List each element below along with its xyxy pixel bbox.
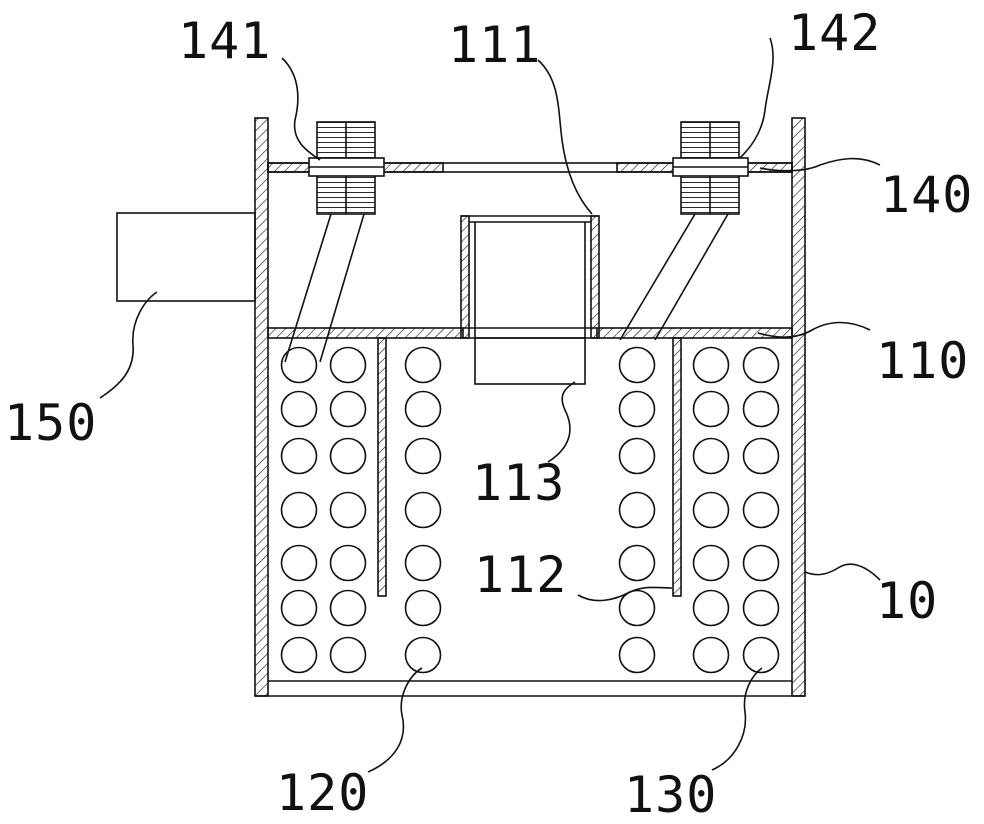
inner-tube-113 bbox=[474, 337, 586, 385]
hole bbox=[404, 544, 442, 582]
hole bbox=[280, 346, 318, 384]
leader-130 bbox=[711, 667, 763, 771]
hole bbox=[280, 390, 318, 428]
hole bbox=[404, 589, 442, 627]
partition-plate-left bbox=[267, 327, 464, 339]
hole bbox=[692, 589, 730, 627]
hole bbox=[329, 346, 367, 384]
hole bbox=[692, 437, 730, 475]
hole bbox=[280, 491, 318, 529]
hole bbox=[329, 491, 367, 529]
hole bbox=[618, 589, 656, 627]
label-10: 10 bbox=[876, 572, 938, 630]
hole bbox=[280, 544, 318, 582]
hole bbox=[329, 636, 367, 674]
bolt-141-rod-b bbox=[319, 213, 365, 363]
bolt-142-rod-b bbox=[654, 213, 729, 341]
bolt-141-rod-a bbox=[284, 213, 332, 363]
leader-140 bbox=[759, 157, 881, 172]
hole bbox=[742, 390, 780, 428]
label-130: 130 bbox=[624, 766, 717, 824]
leader-111 bbox=[537, 59, 593, 215]
hole bbox=[692, 636, 730, 674]
hole bbox=[280, 589, 318, 627]
hole bbox=[618, 390, 656, 428]
bolt-142-rod-a bbox=[619, 213, 696, 341]
leader-112 bbox=[577, 586, 673, 602]
hole bbox=[692, 544, 730, 582]
label-142: 142 bbox=[788, 4, 881, 62]
hole bbox=[618, 636, 656, 674]
bolt-assembly-141 bbox=[284, 121, 385, 363]
hole bbox=[329, 589, 367, 627]
hole bbox=[404, 390, 442, 428]
side-box-150 bbox=[116, 212, 256, 302]
label-141: 141 bbox=[178, 12, 271, 70]
hole bbox=[329, 437, 367, 475]
label-150: 150 bbox=[4, 394, 97, 452]
hole bbox=[329, 544, 367, 582]
leader-110 bbox=[757, 321, 871, 338]
hole bbox=[742, 437, 780, 475]
leader-150 bbox=[99, 291, 158, 399]
label-140: 140 bbox=[880, 166, 973, 224]
hole bbox=[742, 491, 780, 529]
hole bbox=[329, 390, 367, 428]
hole bbox=[618, 437, 656, 475]
housing-right-wall bbox=[791, 117, 806, 697]
leader-141 bbox=[281, 57, 321, 161]
hole bbox=[280, 636, 318, 674]
label-120: 120 bbox=[276, 764, 369, 822]
hole bbox=[618, 346, 656, 384]
hole bbox=[692, 346, 730, 384]
hole bbox=[742, 589, 780, 627]
hole bbox=[280, 437, 318, 475]
hole bbox=[692, 390, 730, 428]
sleeve-right-wall bbox=[590, 215, 600, 339]
label-110: 110 bbox=[876, 332, 969, 390]
leader-10 bbox=[804, 563, 881, 581]
partition-plate-110 bbox=[267, 327, 793, 339]
baffle-right-112 bbox=[672, 337, 682, 597]
leader-lines bbox=[99, 37, 881, 773]
label-112: 112 bbox=[474, 546, 567, 604]
label-111: 111 bbox=[448, 16, 541, 74]
hole bbox=[404, 437, 442, 475]
bolt-assembly-142 bbox=[619, 121, 749, 341]
hole bbox=[742, 636, 780, 674]
sleeve-left-wall bbox=[460, 215, 470, 339]
hole bbox=[742, 544, 780, 582]
baffle-left-112 bbox=[377, 337, 387, 597]
hole bbox=[404, 346, 442, 384]
hole bbox=[618, 491, 656, 529]
leader-113 bbox=[547, 381, 576, 463]
hole-array bbox=[280, 346, 780, 674]
hole bbox=[404, 636, 442, 674]
leader-142 bbox=[739, 37, 774, 159]
sleeve-111 bbox=[460, 215, 600, 339]
hole bbox=[618, 544, 656, 582]
housing-10 bbox=[254, 117, 806, 697]
reference-numerals: 141 111 142 140 110 150 113 112 10 120 1… bbox=[4, 4, 973, 824]
hole bbox=[404, 491, 442, 529]
label-113: 113 bbox=[472, 454, 565, 512]
hole bbox=[742, 346, 780, 384]
hole bbox=[692, 491, 730, 529]
housing-left-wall bbox=[254, 117, 269, 697]
leader-120 bbox=[367, 667, 423, 773]
